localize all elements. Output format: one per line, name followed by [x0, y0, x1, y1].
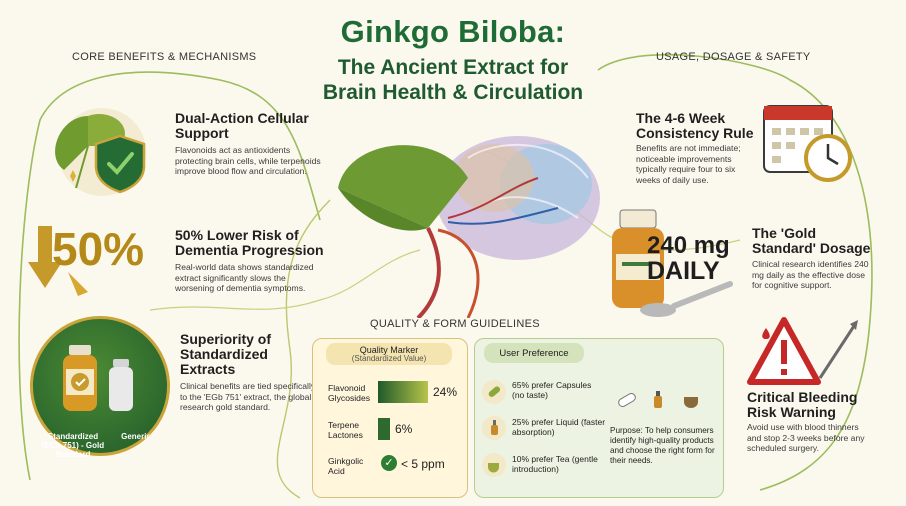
- calendar-clock-icon: [758, 96, 858, 190]
- left-item-2-heading: 50% Lower Risk of Dementia Progression: [175, 227, 324, 258]
- dose-frequency: DAILY: [647, 257, 720, 285]
- right-item-1-text: Benefits are not immediate; noticeable i…: [636, 143, 741, 185]
- right-item-1-heading: The 4-6 Week Consistency Rule: [636, 110, 754, 141]
- middle-section-title: QUALITY & FORM GUIDELINES: [370, 318, 540, 330]
- preference-tea: 10% prefer Tea (gentle introduction): [512, 454, 598, 474]
- right-item-3-heading: Critical Bleeding Risk Warning: [747, 389, 858, 420]
- bottle-label-generic: Generic: [121, 432, 151, 441]
- right-item-2-heading: The 'Gold Standard' Dosage: [752, 225, 871, 256]
- bottles-icon: [30, 316, 170, 456]
- bottle-label-standard: Standardized (ECo 751) - Gold Standard: [41, 432, 105, 459]
- ginkgo-shield-icon: [40, 96, 158, 196]
- quality-subheader: (Standardized Value): [351, 354, 427, 363]
- preference-header: User Preference: [499, 348, 569, 359]
- form-icons: [614, 389, 710, 411]
- quality-row-value: 6%: [395, 422, 413, 436]
- brain-ginkgo-illustration: [318, 118, 608, 320]
- tea-cup-icon: [482, 453, 506, 477]
- left-item-1-heading: Dual-Action Cellular Support: [175, 110, 309, 141]
- supplement-bottle-icon: [606, 206, 736, 318]
- warning-icon: [746, 316, 862, 392]
- quality-header: Quality Marker: [359, 345, 419, 355]
- left-item-1-text: Flavonoids act as antioxidents protectin…: [175, 145, 321, 176]
- right-item-2-text: Clinical research identifies 240 mg dail…: [752, 259, 869, 290]
- dose-amount: 240 mg: [647, 232, 730, 259]
- preference-capsules: 65% prefer Capsules (no taste): [512, 380, 592, 400]
- down-arrow-icon: [28, 222, 88, 300]
- user-preference-panel: [474, 338, 724, 498]
- dropper-bottle-icon: [482, 416, 506, 440]
- left-item-3-heading: Superiority of Standardized Extracts: [180, 331, 272, 377]
- quality-row-label: Flavonoid Glycosides: [328, 383, 371, 403]
- page-title: Ginkgo Biloba:: [340, 14, 566, 49]
- left-item-2-text: Real-world data shows standardized extra…: [175, 262, 314, 293]
- right-section-title: USAGE, DOSAGE & SAFETY: [656, 51, 811, 63]
- quality-bar-flavonoid: [378, 381, 428, 403]
- quality-row-value: 24%: [433, 385, 458, 399]
- quality-row-label: Ginkgolic Acid: [328, 456, 364, 476]
- quality-bar-terpene: [378, 418, 390, 440]
- capsule-icon: [482, 380, 506, 404]
- right-item-3-text: Avoid use with blood thinners and stop 2…: [747, 422, 865, 453]
- quality-row-label: Terpene Lactones: [328, 420, 363, 440]
- preference-liquid: 25% prefer Liquid (faster absorption): [512, 417, 606, 437]
- left-item-3-text: Clinical benefits are tied specifically …: [180, 381, 316, 412]
- checkmark-icon: ✓: [381, 455, 397, 471]
- quality-header-pill: [326, 343, 452, 365]
- quality-row-value: < 5 ppm: [401, 457, 445, 471]
- page-subtitle-line2: Brain Health & Circulation: [322, 81, 584, 104]
- dementia-stat: 50%: [52, 223, 145, 275]
- left-section-title: CORE BENEFITS & MECHANISMS: [72, 51, 257, 63]
- preference-purpose: Purpose: To help consumers identify high…: [610, 426, 715, 465]
- page-subtitle-line1: The Ancient Extract for: [337, 56, 569, 79]
- preference-header-pill: [484, 343, 584, 363]
